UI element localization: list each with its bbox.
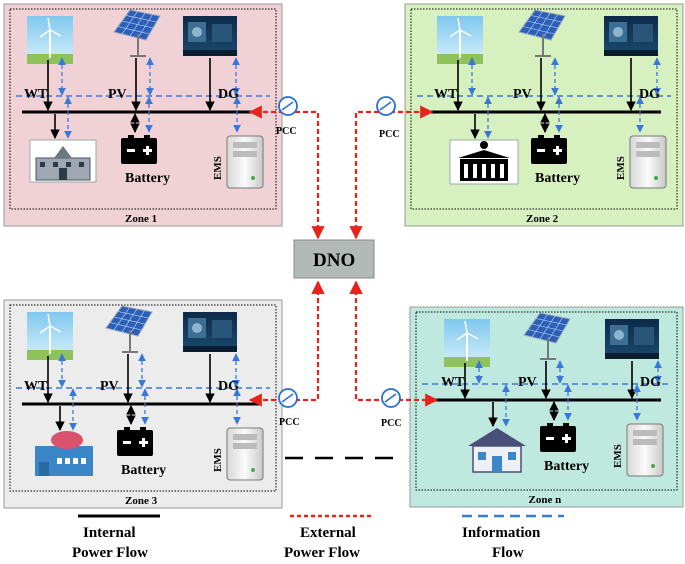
legend-information-title-1: Information [462,525,541,541]
zone-2-pv-label: PV [513,87,532,102]
zone-4-dg-label: DG [640,375,661,390]
dno-label: DNO [313,250,355,271]
zone-2-battery-icon [531,135,567,164]
zone-1-dotted-frame [9,8,277,210]
zone-3-dg-label: DG [218,379,239,394]
zone-3-solar-panel-icon [105,305,153,353]
external-flow-zone4 [349,280,439,407]
zone-3-battery-label: Battery [121,463,166,478]
legend-internal-title-2: Power Flow [72,545,148,561]
zone-4-ems-label: EMS [612,444,624,468]
zone-1-dg-label: DG [218,87,239,102]
zone-4-diesel-generator-icon [605,319,659,359]
zone-2-ems-label: EMS [615,156,627,180]
zone-3-dotted-frame [9,304,277,492]
zone-2-hospital-icon [449,139,519,185]
external-flow-zone1 [248,105,320,238]
external-flow-zone3 [248,280,325,407]
zone-4-solar-panel-icon [523,312,571,360]
zone-3-label: Zone 3 [125,495,158,507]
zone-1-ems-label: EMS [212,156,224,180]
zone-3-battery-icon [117,427,153,456]
legend-external-title-1: External [300,525,356,541]
external-flow-zone2 [354,105,434,238]
dno-box [293,239,375,279]
zone-2-dg-label: DG [639,87,660,102]
pcc-zone2: PCC [376,96,400,140]
legend-information-title-2: Flow [492,545,524,561]
zone-3-wt-label: WT [24,379,48,394]
zone-1-battery-icon [121,135,157,164]
zone-4-label: Zone n [529,494,562,506]
zone-1-wt-label: WT [24,87,48,102]
zone-3-factory-icon [35,431,93,476]
zone-4-wt-label: WT [441,375,465,390]
zone-1-label: Zone 1 [125,213,157,225]
zone-3-ems-server-icon [226,427,264,481]
pcc-zone2-label: PCC [379,129,400,140]
zone-1-diesel-generator-icon [183,16,237,56]
zone-1-battery-label: Battery [125,171,170,186]
zone-2-label: Zone 2 [526,213,559,225]
zone-2-diesel-generator-icon [604,16,658,56]
pcc-zone3: PCC [278,388,300,428]
zone-3-pv-label: PV [100,379,119,394]
pcc-zone4-label: PCC [381,418,402,429]
zone-1-ems-server-icon [226,135,264,189]
legend-external-title-2: Power Flow [284,545,360,561]
pcc-zone3-label: PCC [279,417,300,428]
zone-2-panel: WT PV DG Battery EMS Zone 2 [404,3,684,227]
pcc-zone1-label: PCC [276,126,297,137]
zone-4-house-icon [468,428,526,473]
pcc-zone4: PCC [381,388,402,429]
zone-4-battery-label: Battery [544,459,589,474]
legend-internal-title-1: Internal [83,525,136,541]
zone-3-diesel-generator-icon [183,312,237,352]
zone-4-pv-label: PV [518,375,537,390]
zone-2-ems-server-icon [629,135,667,189]
zone-4-panel: WT PV DG Battery EMS Zone n [409,306,684,508]
zone-1-panel: WT PV DG Battery EMS Zone 1 [3,3,283,227]
zone-3-ems-label: EMS [212,448,224,472]
zone-2-battery-label: Battery [535,171,580,186]
zone-2-solar-panel-icon [518,9,566,57]
zone-2-dotted-frame [410,8,678,210]
zone-2-wt-label: WT [434,87,458,102]
pcc-zone1: PCC [276,96,298,137]
zone-1-school-icon [29,139,97,183]
zone-4-battery-icon [540,423,576,452]
zone-3-panel: WT PV DG Battery EMS Zone 3 [3,299,283,509]
zone-1-pv-label: PV [108,87,127,102]
zone-1-solar-panel-icon [113,9,161,57]
zone-4-ems-server-icon [626,423,664,477]
